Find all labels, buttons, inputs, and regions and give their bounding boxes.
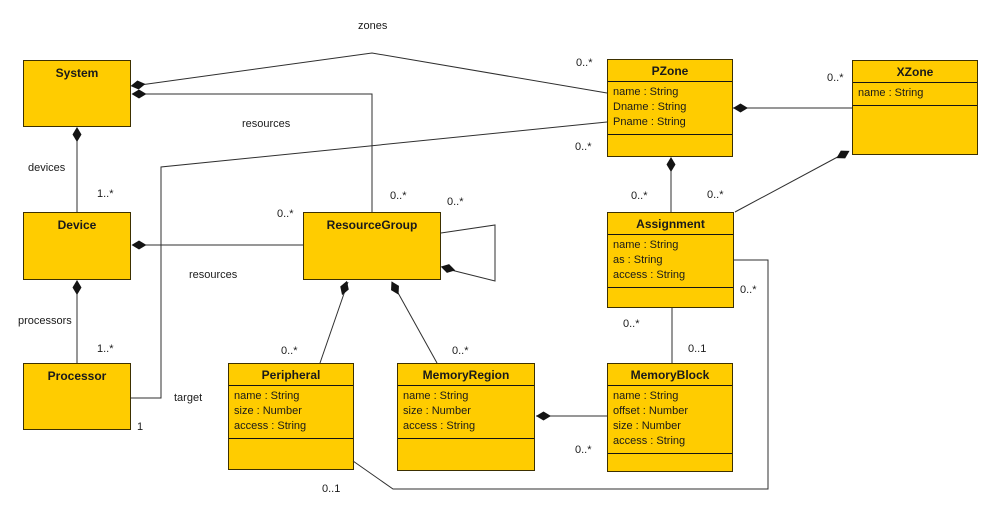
multiplicity-label: 0..1 [688, 343, 707, 355]
composition-diamond [130, 80, 146, 90]
class-title: System [55, 66, 99, 80]
attribute: name : String [858, 87, 924, 99]
class-attributes: name : String [853, 83, 977, 106]
multiplicity-label: 1..* [97, 188, 114, 200]
attribute: Dname : String [613, 101, 687, 113]
attribute: access : String [613, 435, 686, 447]
class-attributes: name : String offset : Number size : Num… [608, 386, 732, 454]
class-operations [608, 454, 732, 471]
composition-diamond [733, 103, 748, 113]
class-title: Processor [47, 369, 107, 383]
multiplicity-label: 0..* [575, 141, 592, 153]
attribute: name : String [613, 390, 679, 402]
multiplicity-label: 0..* [623, 318, 640, 330]
attribute: name : String [234, 390, 300, 402]
attribute: name : String [403, 390, 469, 402]
composition-diamond [131, 240, 147, 250]
class-operations [608, 288, 733, 307]
association-name-devices: devices [28, 162, 66, 174]
attribute: access : String [403, 420, 476, 432]
association-xzone-assignment [734, 152, 846, 213]
class-assignment[interactable]: Assignment name : String as : String acc… [607, 212, 734, 308]
composition-diamond [440, 264, 456, 273]
multiplicity-label: 0..* [575, 444, 592, 456]
multiplicity-label: 0..* [277, 208, 294, 220]
attribute: size : Number [234, 405, 302, 417]
multiplicity-label: 0..* [452, 345, 469, 357]
association-system-resourcegroup-resources [133, 93, 373, 212]
class-title: Peripheral [229, 364, 353, 386]
class-processor[interactable]: Processor [23, 363, 131, 430]
class-title: ResourceGroup [326, 218, 418, 232]
class-title: Device [57, 218, 97, 232]
multiplicity-label: 0..* [740, 284, 757, 296]
association-name-zones: zones [358, 20, 388, 32]
multiplicity-label: 0..* [390, 190, 407, 202]
attribute: access : String [613, 269, 686, 281]
composition-diamond [666, 157, 676, 172]
attribute: name : String [613, 86, 679, 98]
multiplicity-label: 0..* [576, 57, 593, 69]
association-name-resources: resources [189, 269, 238, 281]
composition-diamond [340, 280, 349, 296]
composition-diamond [836, 150, 850, 159]
class-memoryregion[interactable]: MemoryRegion name : String size : Number… [397, 363, 535, 471]
composition-diamond [72, 127, 82, 142]
class-title: Assignment [608, 213, 733, 235]
composition-diamond [391, 281, 399, 295]
composition-diamond [536, 411, 551, 421]
class-device[interactable]: Device [23, 212, 131, 280]
association-resourcegroup-self [440, 224, 496, 282]
attribute: as : String [613, 254, 663, 266]
composition-diamond [131, 89, 147, 99]
class-operations [398, 439, 534, 470]
association-resourcegroup-peripheral [319, 281, 349, 364]
class-attributes: name : String Dname : String Pname : Str… [608, 82, 732, 135]
attribute: offset : Number [613, 405, 688, 417]
attribute: size : Number [613, 420, 681, 432]
class-title: MemoryBlock [608, 364, 732, 386]
class-title: XZone [853, 61, 977, 83]
attribute: size : Number [403, 405, 471, 417]
class-attributes: name : String size : Number access : Str… [398, 386, 534, 439]
multiplicity-label: 0..* [631, 190, 648, 202]
class-peripheral[interactable]: Peripheral name : String size : Number a… [228, 363, 354, 470]
multiplicity-label: 0..* [281, 345, 298, 357]
attribute: access : String [234, 420, 307, 432]
class-title: MemoryRegion [398, 364, 534, 386]
association-resourcegroup-memoryregion [391, 281, 438, 364]
composition-diamond [72, 280, 82, 295]
association-name-target: target [174, 392, 203, 404]
class-operations [608, 135, 732, 156]
class-memoryblock[interactable]: MemoryBlock name : String offset : Numbe… [607, 363, 733, 472]
multiplicity-label: 1..* [97, 343, 114, 355]
class-attributes: name : String as : String access : Strin… [608, 235, 733, 288]
class-title: PZone [608, 60, 732, 82]
multiplicity-label: 1 [137, 421, 144, 433]
association-name-resources: resources [242, 118, 291, 130]
class-operations [853, 106, 977, 154]
multiplicity-label: 0..* [447, 196, 464, 208]
class-system[interactable]: System [23, 60, 131, 127]
class-attributes: name : String size : Number access : Str… [229, 386, 353, 439]
class-operations [229, 439, 353, 469]
class-pzone[interactable]: PZone name : String Dname : String Pname… [607, 59, 733, 157]
attribute: Pname : String [613, 116, 686, 128]
class-xzone[interactable]: XZone name : String [852, 60, 978, 155]
association-system-pzone-zones [132, 52, 608, 94]
class-resourcegroup[interactable]: ResourceGroup [303, 212, 441, 280]
attribute: name : String [613, 239, 679, 251]
multiplicity-label: 0..* [827, 72, 844, 84]
multiplicity-label: 0..1 [322, 483, 341, 495]
association-name-processors: processors [18, 315, 72, 327]
multiplicity-label: 0..* [707, 189, 724, 201]
